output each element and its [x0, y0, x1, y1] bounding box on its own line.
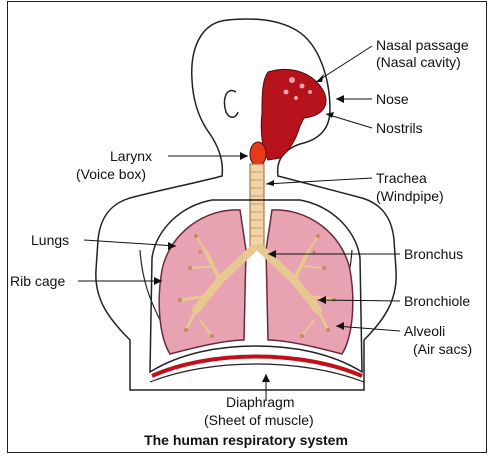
- figure-title: The human respiratory system: [0, 432, 492, 448]
- label-alveoli: Alveoli: [404, 323, 445, 340]
- label-trachea: Trachea: [376, 170, 427, 187]
- label-nose: Nose: [376, 91, 409, 108]
- label-lungs: Lungs: [31, 232, 69, 249]
- label-bronchus: Bronchus: [404, 246, 463, 263]
- label-nostrils: Nostrils: [376, 120, 423, 137]
- trachea-shape: [250, 164, 264, 250]
- label-diaphragm: Diaphragm: [226, 394, 294, 411]
- label-sheet-of-muscle: (Sheet of muscle): [204, 412, 314, 429]
- label-air-sacs: (Air sacs): [413, 341, 472, 358]
- label-voice-box: (Voice box): [76, 166, 146, 183]
- label-windpipe: (Windpipe): [376, 188, 444, 205]
- label-nasal-passage: Nasal passage: [376, 37, 469, 54]
- label-nasal-cavity: (Nasal cavity): [376, 54, 461, 71]
- label-rib-cage: Rib cage: [10, 273, 65, 290]
- label-larynx: Larynx: [110, 148, 152, 165]
- larynx-shape: [250, 142, 266, 166]
- body-outline: [96, 19, 396, 390]
- label-bronchiole: Bronchiole: [404, 293, 470, 310]
